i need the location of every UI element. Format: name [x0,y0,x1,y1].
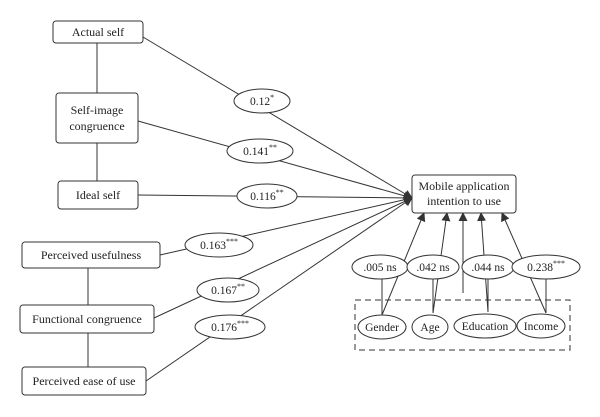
control-gender-label: Gender [365,322,399,334]
svg-text:0.163***: 0.163*** [200,237,238,252]
coef-perceived-usefulness-value: 0.163 [200,240,226,252]
svg-text:0.141**: 0.141** [243,143,277,158]
arrow-functional-congruence [153,197,413,319]
node-functional-congruence: Functional congruence [19,304,155,334]
coef-functional-congruence-value: 0.167 [211,285,237,297]
node-perceived-usefulness-label: Perceived usefulness [41,248,142,262]
coef-self-image-sig: ** [269,143,277,152]
coef-perceived-usefulness: 0.163*** [184,232,254,258]
control-education-label: Education [462,321,509,333]
coef-perceived-usefulness-sig: *** [226,237,238,246]
coef-functional-congruence: 0.167** [196,277,260,303]
coef-self-image: 0.141** [226,138,294,164]
arrow-actual-self [142,36,413,199]
node-perceived-ease-of-use: Perceived ease of use [21,366,147,396]
node-outcome-label-1: Mobile application [419,179,510,193]
node-functional-congruence-label: Functional congruence [32,312,142,326]
coef-age-value: .042 ns [416,262,450,274]
coef-self-image-value: 0.141 [243,146,269,158]
svg-text:0.116**: 0.116** [250,188,283,203]
node-outcome-label-2: intention to use [427,194,501,208]
coef-actual-self: 0.12* [233,88,291,114]
coef-income-sig: *** [553,259,565,268]
svg-text:0.238***: 0.238*** [527,259,565,274]
node-actual-self-label: Actual self [72,25,124,39]
node-mobile-application-intention: Mobile application intention to use [411,174,517,214]
coef-ideal-self-value: 0.116 [250,191,276,203]
node-ideal-self-label: Ideal self [76,188,120,202]
node-ideal-self: Ideal self [57,180,139,210]
control-variables-box [354,299,571,351]
node-self-image-label-2: congruence [69,119,124,133]
coef-income: 0.238*** [511,254,581,280]
coef-actual-self-sig: * [270,93,274,102]
svg-text:0.167**: 0.167** [211,282,245,297]
coef-ideal-self: 0.116** [236,183,298,209]
node-perceived-usefulness: Perceived usefulness [21,241,161,269]
coef-actual-self-value: 0.12 [250,96,270,108]
arrow-perceived-ease [145,197,413,382]
node-perceived-ease-label: Perceived ease of use [33,374,136,388]
control-age-label: Age [420,322,439,334]
node-self-image-label-1: Self-image [71,103,124,117]
coef-education: .044 ns [461,254,515,280]
coef-perceived-ease-sig: *** [237,319,249,328]
control-income-label: Income [524,321,558,333]
svg-text:0.176***: 0.176*** [211,319,249,334]
svg-text:0.12*: 0.12* [250,93,274,108]
node-actual-self: Actual self [52,20,144,44]
control-age: Age [411,314,449,340]
coef-education-value: .044 ns [471,262,505,274]
node-self-image-congruence: Self-image congruence [55,92,139,144]
coef-gender: .005 ns [351,254,409,280]
coef-age: .042 ns [406,254,460,280]
coef-perceived-ease-value: 0.176 [211,322,237,334]
coef-income-value: 0.238 [527,262,553,274]
coef-ideal-self-sig: ** [276,188,284,197]
coef-functional-congruence-sig: ** [237,282,245,291]
coef-perceived-ease: 0.176*** [194,314,266,340]
control-income: Income [516,313,566,339]
coef-gender-value: .005 ns [363,262,397,274]
control-gender: Gender [357,314,407,340]
control-education: Education [453,313,517,339]
